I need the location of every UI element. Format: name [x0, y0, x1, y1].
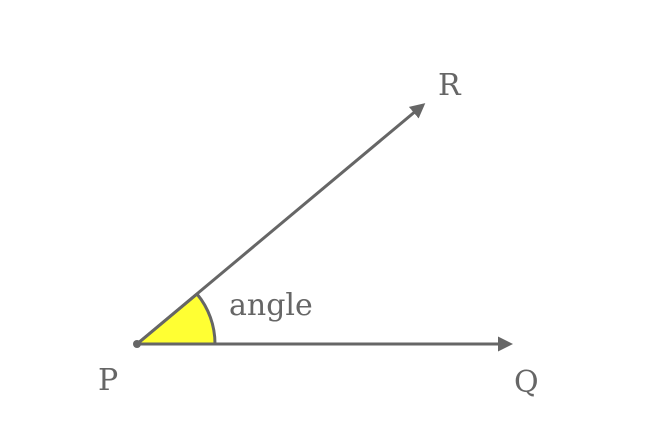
- angle-label: angle: [229, 288, 313, 323]
- ray-pr: [136, 103, 426, 346]
- angle-sector: [135, 292, 217, 346]
- label-p: P: [98, 363, 118, 398]
- label-q: Q: [514, 365, 539, 400]
- label-r: R: [438, 68, 462, 103]
- vertex-point-p: [133, 340, 141, 348]
